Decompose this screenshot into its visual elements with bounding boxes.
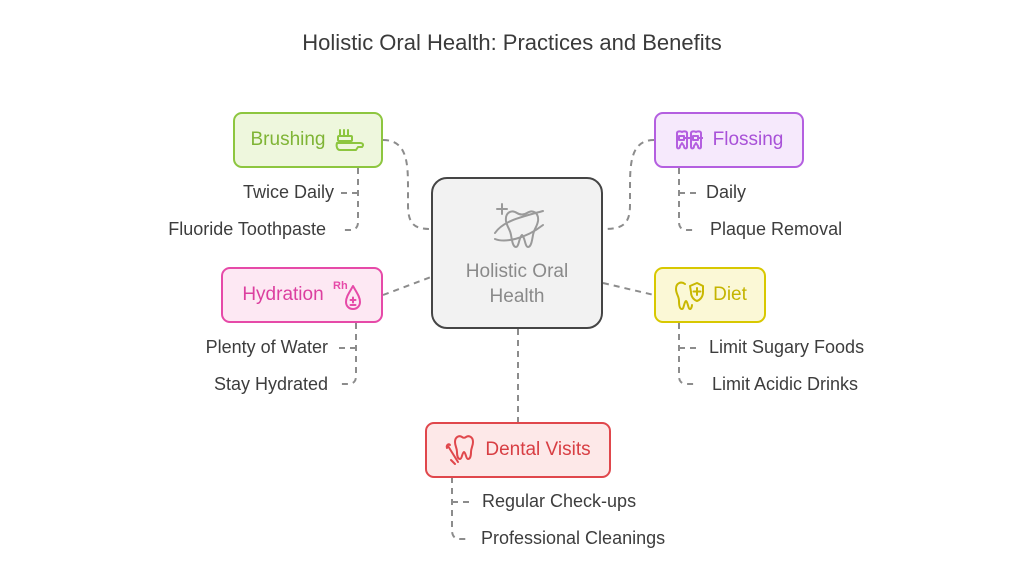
list-item: Limit Acidic Drinks (712, 374, 859, 394)
connector-brushing (382, 139, 432, 230)
leader-flossing (678, 168, 697, 231)
page-title: Holistic Oral Health: Practices and Bene… (302, 30, 722, 55)
central-label-line2: Health (489, 286, 545, 307)
connector-diet (602, 282, 655, 296)
hydration-node: Hydration Rh (221, 267, 383, 323)
leader-hydration (338, 323, 357, 385)
list-item: Regular Check-ups (482, 491, 637, 511)
list-item: Limit Sugary Foods (709, 337, 865, 357)
leader-dental-visits (451, 477, 470, 540)
list-item: Professional Cleanings (481, 528, 666, 548)
tooth-sparkle-icon (494, 203, 544, 248)
connector-flossing (602, 139, 655, 230)
brushing-node: Brushing (233, 112, 383, 168)
tooth-shield-icon (675, 281, 705, 310)
flossing-node: Flossing (654, 112, 804, 168)
list-item: Fluoride Toothpaste (168, 219, 326, 239)
dental-visits-label: Dental Visits (485, 439, 591, 460)
leader-brushing (338, 168, 359, 231)
list-item: Plenty of Water (205, 337, 328, 357)
hydration-icon-text: Rh (333, 280, 348, 292)
central-node: Holistic Oral Health (431, 177, 603, 329)
list-item: Stay Hydrated (213, 374, 328, 394)
leader-diet (678, 323, 697, 385)
braces-icon (675, 130, 703, 150)
connector-hydration (382, 276, 432, 296)
list-item: Daily (706, 182, 747, 202)
flossing-label: Flossing (712, 129, 784, 150)
central-label-line1: Holistic Oral (465, 261, 569, 282)
dental-tools-icon (446, 435, 475, 465)
central-label: Holistic Oral Health (433, 259, 601, 309)
brushing-label: Brushing (250, 129, 326, 150)
hydration-label: Hydration (242, 284, 324, 305)
diet-label: Diet (713, 284, 747, 305)
diet-node: Diet (654, 267, 766, 323)
list-item: Plaque Removal (710, 219, 843, 239)
toothbrush-icon (335, 129, 364, 151)
water-drop-icon: Rh (333, 280, 361, 310)
list-item: Twice Daily (242, 182, 334, 202)
dental-visits-node: Dental Visits (425, 422, 611, 478)
